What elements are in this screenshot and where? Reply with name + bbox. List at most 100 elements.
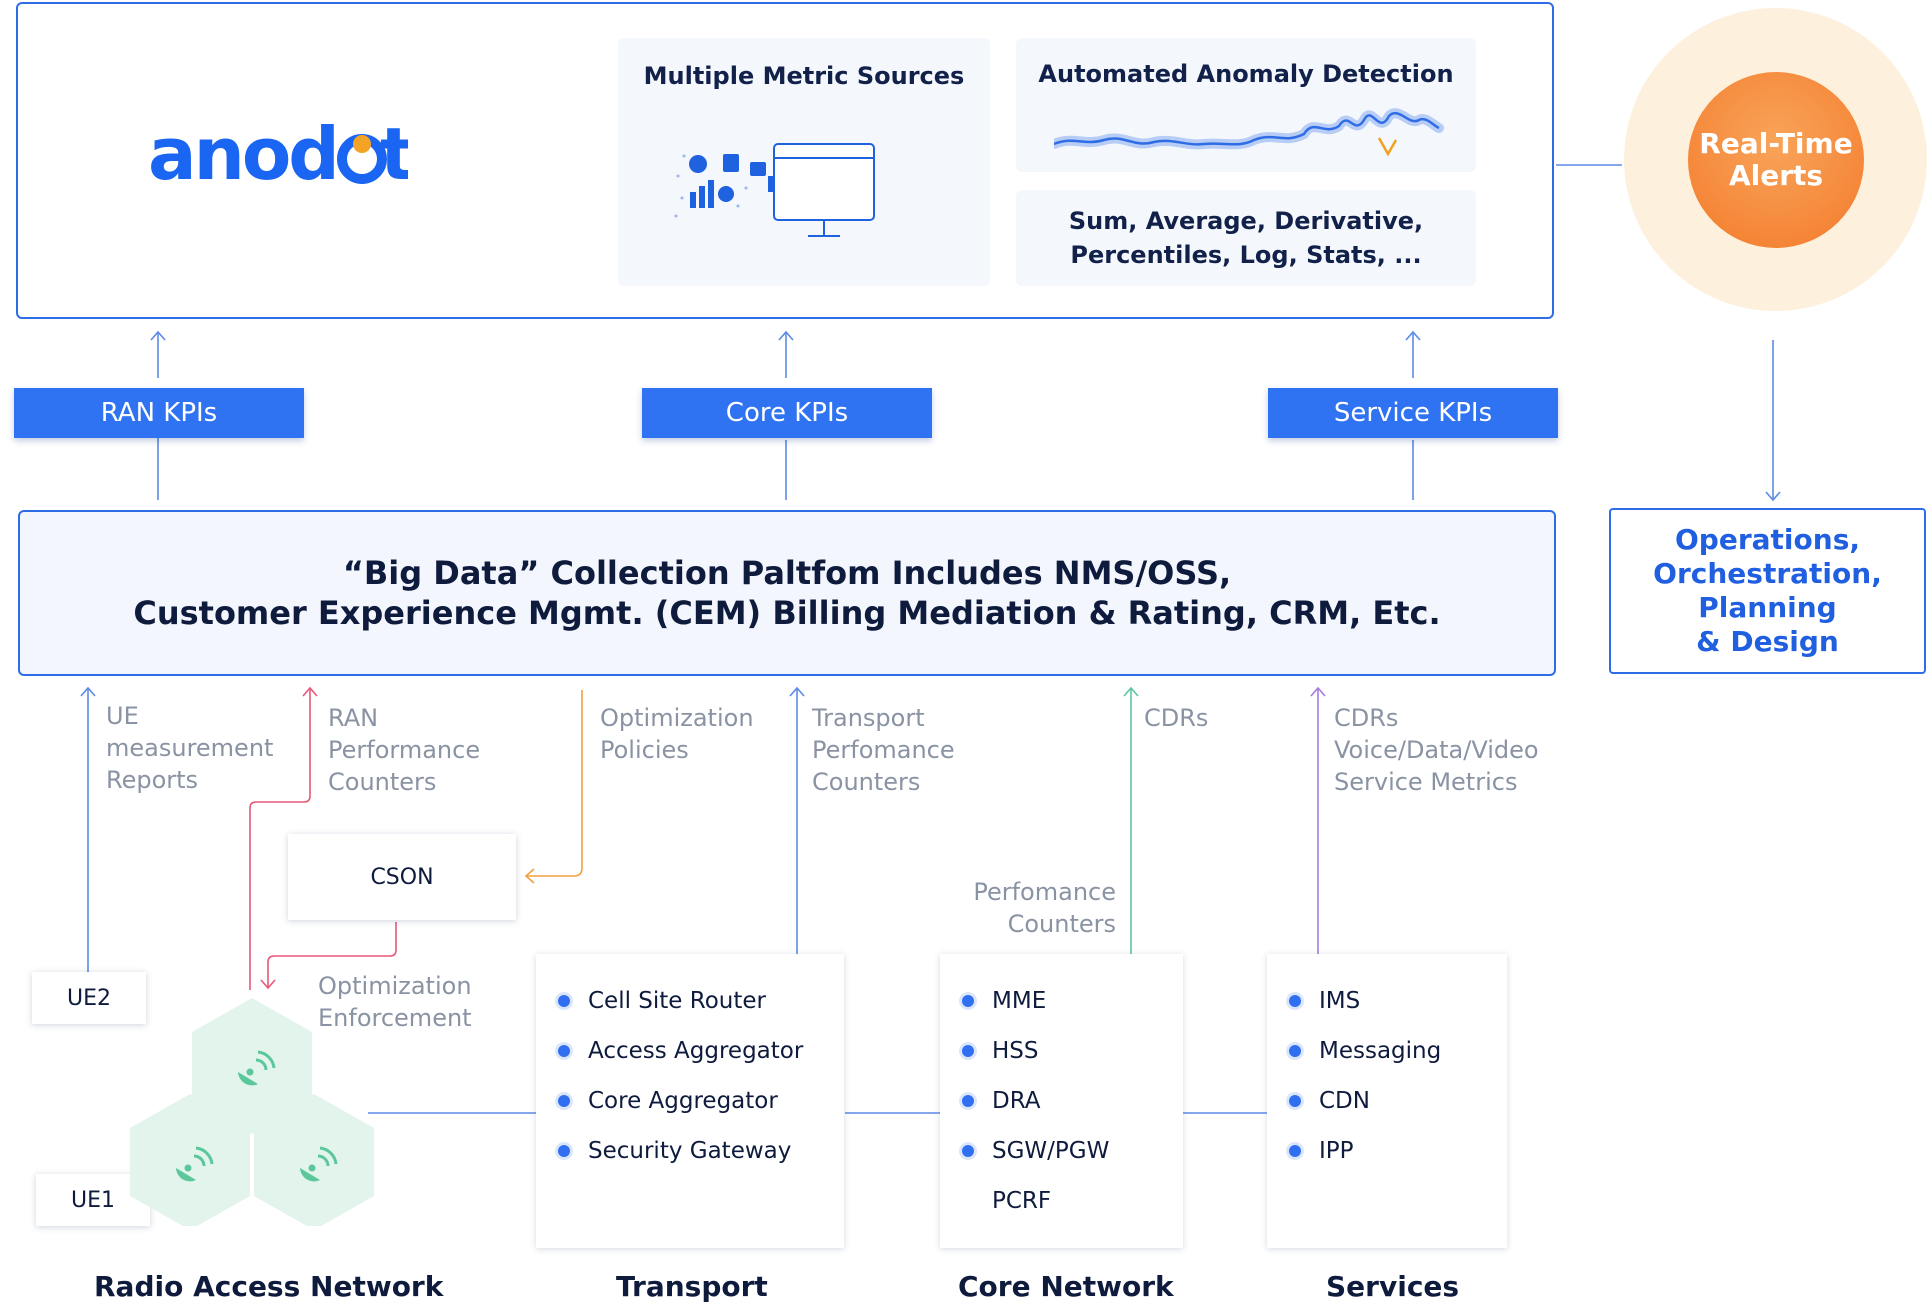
list-item-label: SGW/PGW (992, 1138, 1110, 1164)
label-line: CDRs (1144, 704, 1209, 732)
bullet-icon (558, 995, 570, 1007)
services-panel: IMS Messaging CDN IPP (1267, 954, 1507, 1248)
stats-line-1: Sum, Average, Derivative, (1068, 207, 1424, 235)
bullet-icon (1289, 995, 1301, 1007)
cdrs-label: CDRs (1144, 702, 1208, 734)
list-item: Access Aggregator (536, 1026, 844, 1076)
services-section-title: Services (1326, 1270, 1460, 1303)
service-kpis-button[interactable]: Service KPIs (1268, 388, 1558, 438)
ops-line-3: Planning (1698, 591, 1837, 624)
big-data-line-2: Customer Experience Mgmt. (CEM) Billing … (133, 594, 1441, 632)
list-item: Cell Site Router (536, 976, 844, 1026)
operations-box: Operations, Orchestration, Planning & De… (1609, 508, 1926, 674)
ue2-box[interactable]: UE2 (32, 972, 146, 1024)
real-time-alerts-button[interactable]: Real-Time Alerts (1688, 72, 1864, 248)
anodot-logo: anod t (148, 112, 415, 218)
ops-line-4: & Design (1696, 625, 1839, 658)
list-item-label: DRA (992, 1088, 1041, 1114)
list-item-label: Access Aggregator (588, 1038, 804, 1064)
label-line: Transport (812, 704, 925, 732)
label-line: Policies (600, 736, 689, 764)
list-item: Messaging (1267, 1026, 1507, 1076)
list-item-label: Security Gateway (588, 1138, 792, 1164)
transport-section-title: Transport (616, 1270, 768, 1303)
list-item: HSS (940, 1026, 1183, 1076)
label-line: Counters (328, 768, 437, 796)
bullet-icon (962, 1045, 974, 1057)
ops-line-2: Orchestration, (1653, 557, 1882, 590)
core-section-title: Core Network (958, 1270, 1174, 1303)
stats-card: Sum, Average, Derivative, Percentiles, L… (1016, 190, 1476, 286)
metric-sources-title: Multiple Metric Sources (643, 62, 965, 90)
anomaly-sparkline (1054, 108, 1444, 157)
antenna-icon (300, 1146, 338, 1182)
list-item-label: Messaging (1319, 1038, 1442, 1064)
label-line: Service Metrics (1334, 768, 1518, 796)
ran-cells (130, 998, 374, 1226)
metric-sources-card: Multiple Metric Sources (618, 38, 990, 286)
list-item-label: HSS (992, 1038, 1039, 1064)
list-item: DRA (940, 1076, 1183, 1126)
bullet-icon (1289, 1045, 1301, 1057)
list-item-label: MME (992, 988, 1047, 1014)
core-kpis-button[interactable]: Core KPIs (642, 388, 932, 438)
list-item: Core Aggregator (536, 1076, 844, 1126)
list-item: PCRF (940, 1176, 1183, 1226)
big-data-line-1: “Big Data” Collection Paltfom Includes N… (342, 554, 1232, 592)
antenna-icon (176, 1146, 214, 1182)
label-line: Counters (1007, 910, 1116, 938)
bullet-icon (558, 1045, 570, 1057)
label-line: Perfomance (973, 878, 1116, 906)
transport-panel: Cell Site Router Access Aggregator Core … (536, 954, 844, 1248)
list-item-label: IPP (1319, 1138, 1354, 1164)
list-item-label: CDN (1319, 1088, 1370, 1114)
anodot-logo-mark: anod t (148, 112, 415, 196)
antenna-icon (238, 1050, 276, 1086)
transport-counters-label: Transport Perfomance Counters (812, 702, 955, 798)
label-line: Perfomance (812, 736, 955, 764)
bullet-icon (962, 995, 974, 1007)
bullet-icon (962, 1145, 974, 1157)
core-network-panel: MME HSS DRA SGW/PGW PCRF (940, 954, 1183, 1248)
cell-hexagon (192, 998, 312, 1134)
label-line: Reports (106, 766, 199, 794)
stats-line-2: Percentiles, Log, Stats, ... (1070, 241, 1422, 269)
list-item: CDN (1267, 1076, 1507, 1126)
label-line: Counters (812, 768, 921, 796)
bullet-icon (558, 1095, 570, 1107)
list-item: SGW/PGW (940, 1126, 1183, 1176)
list-item-label: IMS (1319, 988, 1361, 1014)
label-line: Optimization (600, 704, 754, 732)
cson-box[interactable]: CSON (288, 834, 516, 920)
label-line: Performance (328, 736, 481, 764)
label-line: Optimization (318, 972, 472, 1000)
cell-hexagon (254, 1094, 374, 1226)
label-line: RAN (328, 704, 379, 732)
service-metrics-label: CDRs Voice/Data/Video Service Metrics (1334, 702, 1539, 798)
label-line: measurement (106, 734, 274, 762)
ops-line-1: Operations, (1675, 523, 1860, 556)
list-item-label: Core Aggregator (588, 1088, 778, 1114)
alerts-line-2: Alerts (1728, 159, 1824, 192)
label-line: Enforcement (318, 1004, 472, 1032)
list-item: IPP (1267, 1126, 1507, 1176)
cell-hexagon (130, 1094, 250, 1226)
ran-kpis-button[interactable]: RAN KPIs (14, 388, 304, 438)
optimization-policies-label: Optimization Policies (600, 702, 754, 766)
label-line: Voice/Data/Video (1334, 736, 1539, 764)
bullet-icon (962, 1095, 974, 1107)
metric-sources-icon (674, 143, 875, 237)
alerts-line-1: Real-Time (1699, 127, 1853, 160)
list-item: Security Gateway (536, 1126, 844, 1176)
bullet-icon (558, 1145, 570, 1157)
list-item: IMS (1267, 976, 1507, 1026)
anomaly-detection-title: Automated Anomaly Detection (1038, 60, 1454, 88)
bullet-icon (1289, 1145, 1301, 1157)
label-line: UE (106, 702, 139, 730)
bullet-icon (1289, 1095, 1301, 1107)
list-item: MME (940, 976, 1183, 1026)
label-line: CDRs (1334, 704, 1399, 732)
ran-section-title: Radio Access Network (94, 1270, 444, 1303)
svg-text:t: t (380, 117, 408, 196)
